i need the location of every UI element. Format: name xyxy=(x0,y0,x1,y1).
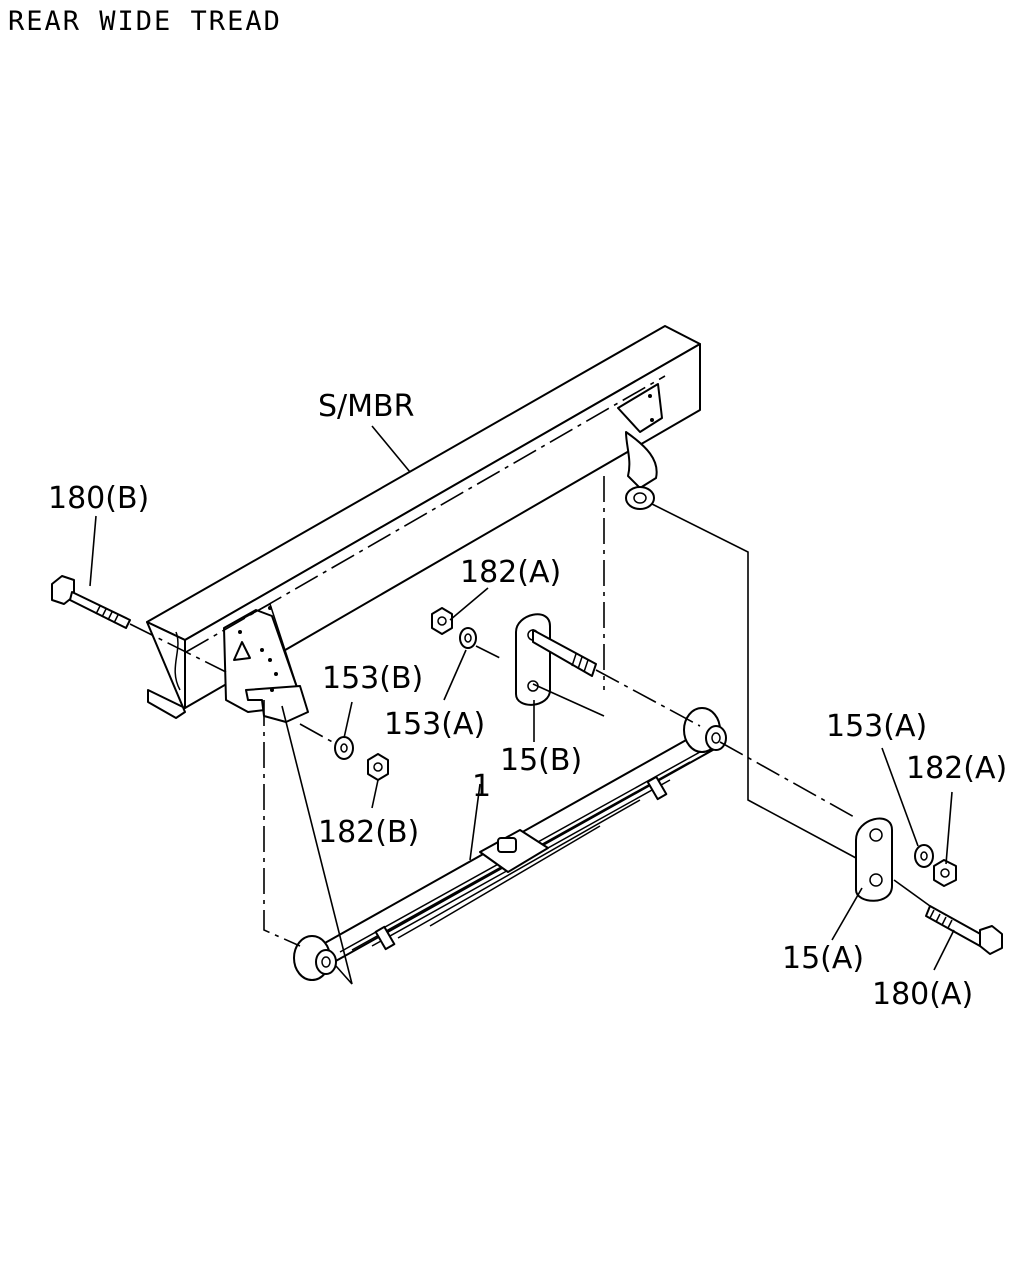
label-153a-mid: 153(A) xyxy=(384,707,485,742)
label-180a: 180(A) xyxy=(872,977,973,1012)
label-153b: 153(B) xyxy=(322,661,423,696)
callout-labels: S/MBR 180(B) 182(A) 153(B) 153(A) 15(B) … xyxy=(48,389,1007,1012)
label-s-mbr: S/MBR xyxy=(318,389,414,424)
leaf-spring xyxy=(293,707,727,981)
label-182b: 182(B) xyxy=(318,815,419,850)
rear-hanger-bracket xyxy=(617,383,663,510)
bolt-180b xyxy=(51,575,131,629)
washer-153a-right xyxy=(914,844,934,868)
label-15a: 15(A) xyxy=(782,941,864,976)
washer-153b xyxy=(334,736,354,760)
shackle-15b xyxy=(515,613,605,717)
leader-lines xyxy=(89,425,955,971)
label-153a-right: 153(A) xyxy=(826,709,927,744)
label-182a-top: 182(A) xyxy=(460,555,561,590)
label-1: 1 xyxy=(472,769,491,804)
diagram-title: REAR WIDE TREAD xyxy=(8,6,282,37)
assembly-lines xyxy=(129,375,931,985)
nut-182a-right xyxy=(933,859,957,887)
bolt-180a xyxy=(925,905,1003,955)
label-182a-right: 182(A) xyxy=(906,751,1007,786)
washer-153a-mid xyxy=(459,627,477,649)
shackle-15a xyxy=(855,817,893,902)
label-15b: 15(B) xyxy=(500,743,582,778)
nut-182a-top xyxy=(431,607,453,635)
label-180b: 180(B) xyxy=(48,481,149,516)
nut-182b xyxy=(367,753,389,781)
side-member xyxy=(146,325,701,719)
